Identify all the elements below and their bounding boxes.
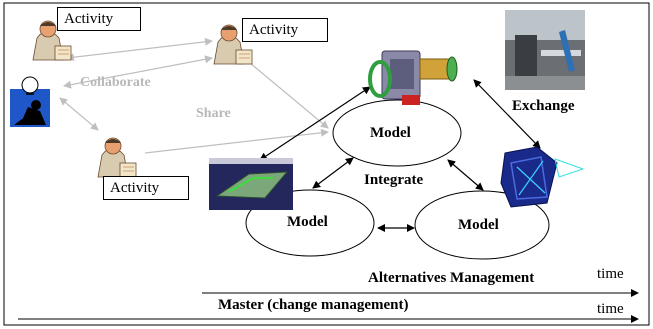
- alternatives-time-label: time: [597, 266, 624, 282]
- cad-to-assembly-arrow: [259, 86, 371, 161]
- share-arrow-top: [249, 62, 329, 129]
- exchange-arrow: [473, 79, 541, 149]
- model-label-right: Model: [458, 217, 499, 233]
- collaboration-arrows: [59, 37, 329, 154]
- cad-screen-icon: [209, 158, 293, 210]
- activity-box-top-middle: Activity: [242, 18, 328, 42]
- model-label-left: Model: [287, 214, 328, 230]
- alternatives-management-label: Alternatives Management: [368, 270, 535, 286]
- person-at-desk-icon: [32, 20, 72, 61]
- person-at-desk-icon: [213, 24, 253, 65]
- collab-arrow-left: [59, 97, 99, 131]
- integrate-arrow-right: [447, 159, 484, 191]
- master-time-label: time: [597, 301, 624, 317]
- model-label-top: Model: [370, 125, 411, 141]
- cad-assembly-icon: [368, 50, 458, 105]
- photo-icon: [505, 10, 585, 90]
- share-arrow-bottom: [144, 128, 329, 154]
- master-label: Master (change management): [218, 297, 409, 313]
- collab-arrow-top: [66, 37, 213, 62]
- activity-box-bottom: Activity: [103, 176, 189, 200]
- fem-mesh-icon: [500, 146, 585, 208]
- integrate-arrow-left: [312, 157, 354, 189]
- figure-frame: [3, 2, 650, 326]
- integration-arrows: [259, 79, 541, 232]
- model-ellipse-right: [414, 190, 550, 260]
- exchange-label: Exchange: [512, 98, 575, 114]
- collaborate-label: Collaborate: [80, 75, 151, 90]
- collab-arrow-diagonal: [63, 55, 213, 89]
- share-label: Share: [196, 106, 231, 121]
- person-at-desk-icon: [97, 137, 137, 178]
- thinker-bulb-icon: [10, 76, 50, 127]
- activity-box-top-left: Activity: [57, 7, 141, 31]
- integrate-label: Integrate: [364, 172, 424, 188]
